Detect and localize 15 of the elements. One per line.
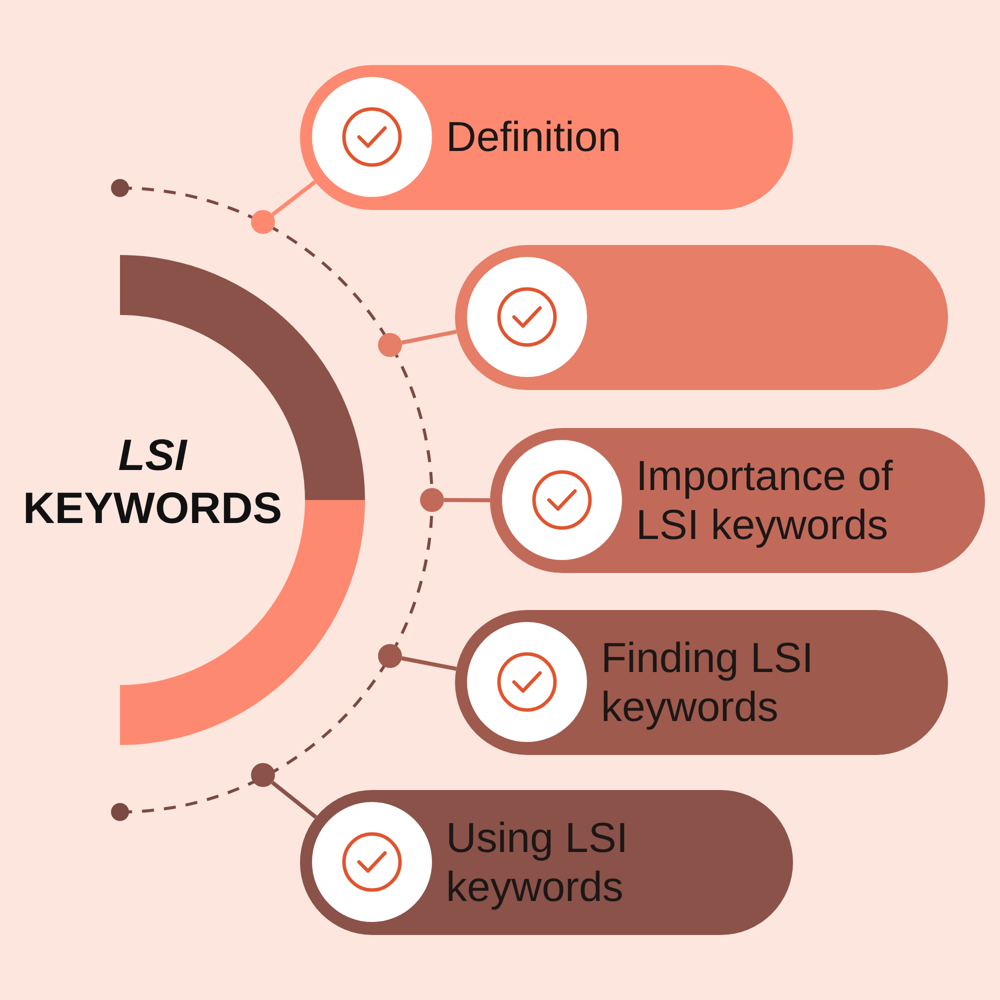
connector-dot — [251, 763, 275, 787]
topic-label: Importance of LSI keywords — [636, 452, 894, 549]
connector-line — [401, 656, 457, 671]
connector-dot — [420, 488, 444, 512]
connector-dot — [251, 210, 275, 234]
topic-label: Definition — [446, 113, 622, 162]
title: LSI KEYWORDS — [22, 430, 284, 535]
topic-label: Using LSI keywords — [446, 814, 630, 911]
connector-dot — [378, 333, 402, 357]
connector-line — [401, 330, 457, 345]
connector-dot — [378, 644, 402, 668]
topic-label: Finding LSI keywords — [601, 634, 814, 731]
connector-line — [444, 498, 490, 502]
connector-line — [271, 180, 316, 216]
connector-line — [271, 780, 318, 819]
